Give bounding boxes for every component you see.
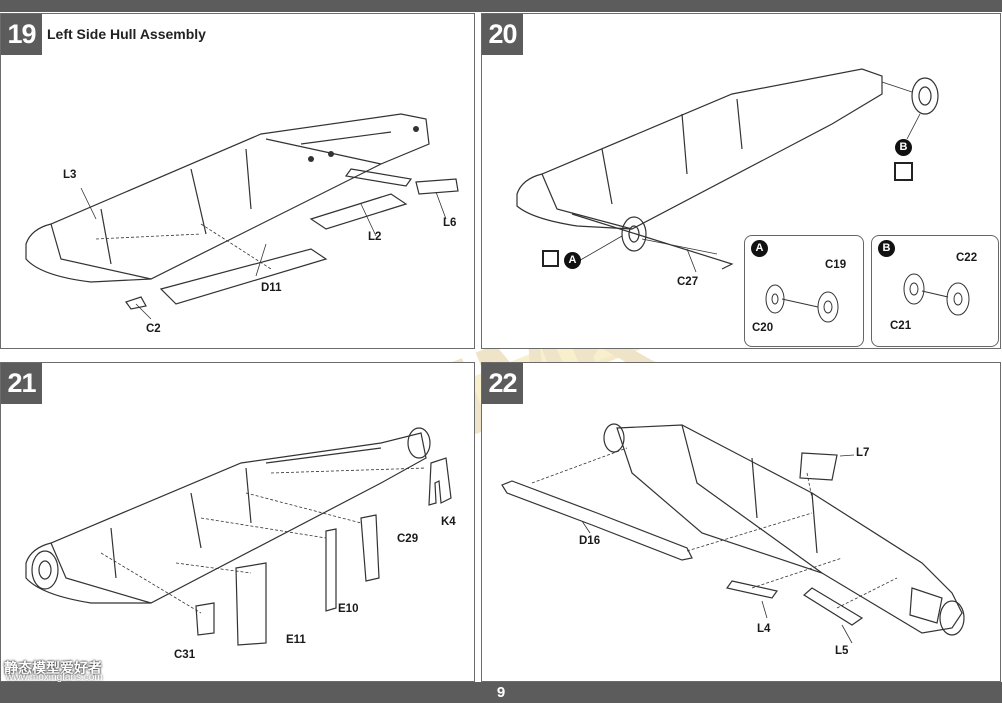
part-label: L4 [757, 623, 771, 635]
hull-drawing-19 [25, 113, 459, 320]
detail-a-box: A [744, 235, 864, 347]
hull-drawing-20 [516, 68, 970, 323]
part-label: C31 [174, 649, 196, 661]
detail-b-box: B [871, 235, 999, 347]
part-label: L5 [835, 645, 849, 657]
cement-icon [542, 250, 559, 267]
step-20-panel: 20 [481, 13, 1001, 349]
watermark-url: www.moxingfans.com [6, 672, 103, 683]
hull-drawing-22 [501, 423, 965, 644]
part-label: D16 [579, 535, 601, 547]
top-bar [0, 0, 1002, 12]
part-label: C29 [397, 533, 419, 545]
step-19-panel: 19 Left Side Hull Assembly [0, 13, 475, 349]
part-label: L6 [443, 217, 457, 229]
part-label: L7 [856, 447, 870, 459]
part-label: C22 [956, 252, 978, 264]
part-label: C2 [146, 323, 161, 335]
step-21-panel: 21 K4 C29 E10 C31 E11 [0, 362, 475, 682]
step-number: 20 [482, 14, 523, 55]
part-label: L2 [368, 231, 382, 243]
part-label: C20 [752, 322, 774, 334]
part-label: C27 [677, 276, 699, 288]
watermark-chinese-text: 静态模型爱好者 [4, 661, 102, 677]
detail-b-marker: B [878, 240, 895, 257]
part-label: D11 [261, 282, 282, 294]
step-number: 22 [482, 363, 523, 404]
step-number: 19 [1, 14, 42, 55]
step-number: 21 [1, 363, 42, 404]
callout-a: A [564, 252, 581, 269]
callout-b: B [895, 139, 912, 156]
hull-drawing-21 [25, 427, 452, 646]
part-label: K4 [441, 516, 456, 528]
step-title: Left Side Hull Assembly [47, 26, 206, 42]
part-label: E10 [338, 603, 359, 615]
bottom-bar [0, 682, 1002, 703]
page-number: 9 [496, 684, 506, 701]
part-label: C21 [890, 320, 912, 332]
step-22-panel: 22 L7 D16 L4 [481, 362, 1001, 682]
detail-a-marker: A [751, 240, 768, 257]
cement-icon [894, 162, 913, 181]
part-label: C19 [825, 259, 847, 271]
part-label: L3 [63, 169, 77, 181]
part-label: E11 [286, 634, 306, 646]
